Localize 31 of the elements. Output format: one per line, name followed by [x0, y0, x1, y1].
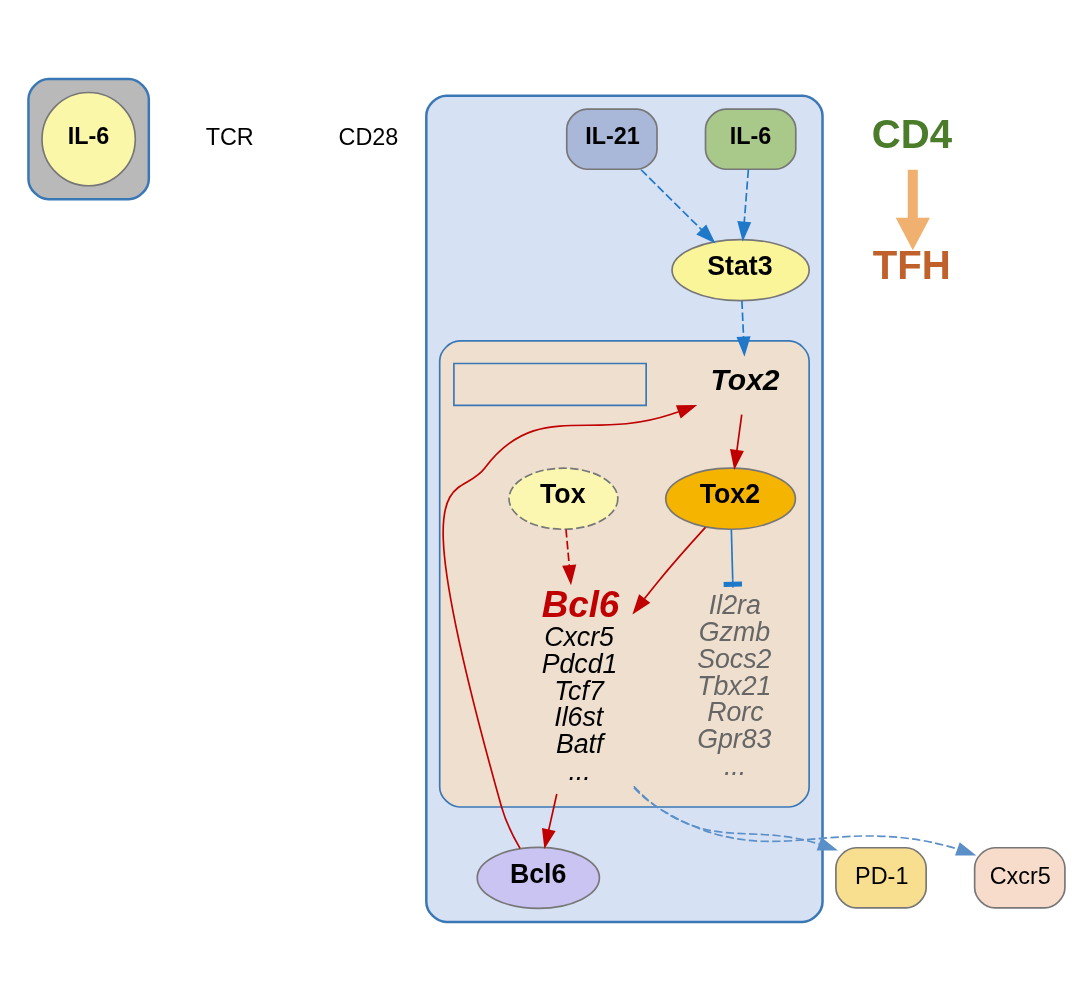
- node-ellipse: Bcl6: [476, 845, 601, 909]
- arrow: [895, 169, 930, 250]
- node-circle: IL-6: [41, 91, 137, 187]
- node-text: Bcl6 Cxcr5 Pdcd1 Tcf7 Il6st Batf ...: [541, 583, 620, 786]
- node-ellipse: Stat3: [671, 238, 810, 301]
- node-text: TCR: [205, 123, 254, 150]
- node-box: IL-21: [565, 107, 658, 170]
- arrow: [737, 168, 752, 242]
- arrow: [736, 299, 751, 357]
- connector: [723, 528, 743, 588]
- node-ellipse: Tox: [508, 466, 619, 530]
- arrow: [562, 528, 577, 585]
- node-text: CD4: [871, 111, 953, 157]
- node-text: Il2ra Gzmb Socs2 Tbx21 Rorc Gpr83 ...: [697, 589, 772, 781]
- node-text: TFH: [872, 242, 951, 288]
- node-text: Tox2: [710, 362, 780, 396]
- arrow: [633, 786, 977, 856]
- arrow: [541, 792, 558, 849]
- arrow: [442, 404, 698, 849]
- node-box: IL-6: [704, 107, 797, 170]
- cluster: [438, 339, 810, 808]
- arrow: [633, 784, 838, 851]
- node-text: CD28: [338, 123, 399, 150]
- arrow: [640, 168, 716, 244]
- node-box: [453, 362, 647, 406]
- arrow: [632, 526, 707, 614]
- node-ellipse: Tox2: [664, 466, 797, 530]
- cluster: [27, 77, 151, 200]
- node-box: PD-1: [835, 846, 927, 909]
- arrow: [730, 413, 744, 470]
- node-box: Cxcr5: [973, 846, 1066, 909]
